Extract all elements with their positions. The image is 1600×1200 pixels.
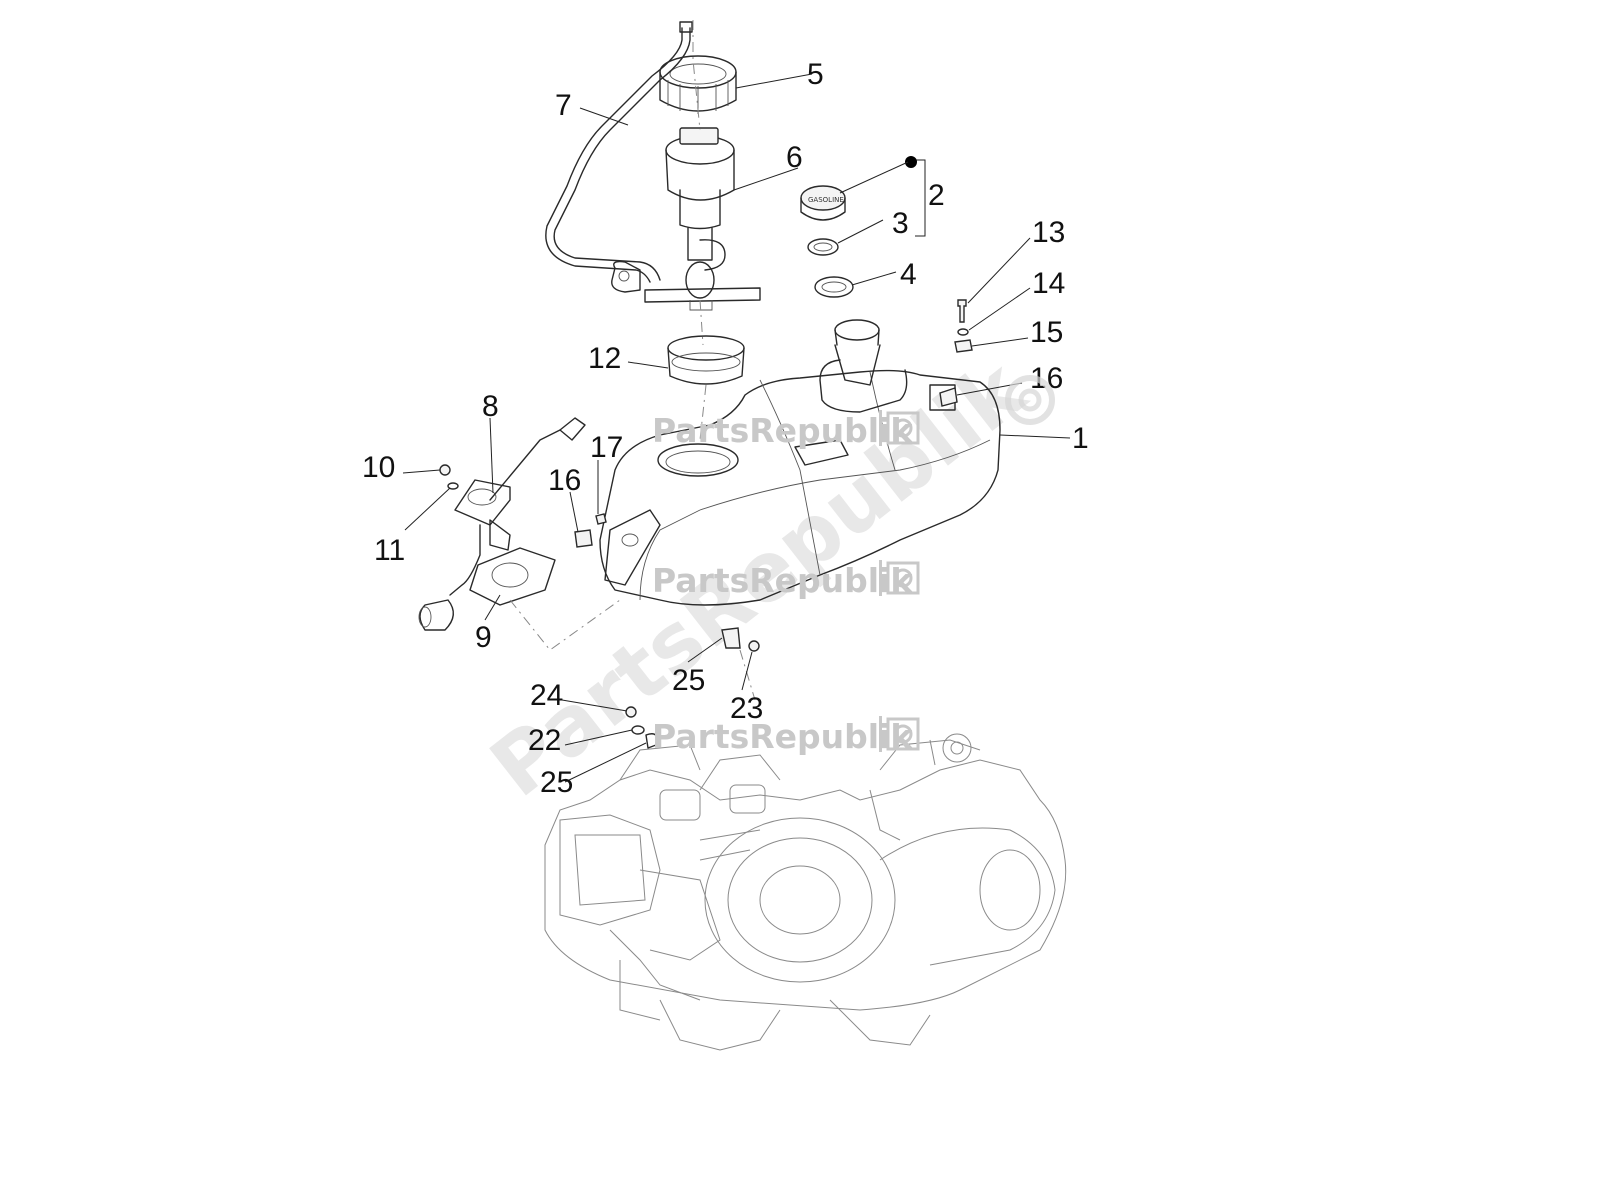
watermark-text: PartsRepublik (652, 717, 913, 756)
callout-labels: 1 2 3 4 5 6 7 8 9 10 11 12 13 14 15 16 1… (362, 58, 1089, 799)
brand-watermark-top: PartsRepublik (652, 410, 920, 450)
screw-23 (748, 640, 760, 652)
svg-text:GASOLINE: GASOLINE (808, 196, 844, 204)
washer-11 (447, 482, 459, 490)
callout-25-upper: 25 (672, 664, 705, 697)
spacer-25a (721, 627, 741, 649)
clip-25b (645, 733, 658, 749)
callout-16-left: 16 (548, 464, 581, 497)
clip-16-right (939, 387, 958, 407)
large-gear-icon (1005, 375, 1055, 425)
callout-23: 23 (730, 692, 763, 725)
callout-22: 22 (528, 724, 561, 757)
fuel-tank (599, 319, 1001, 606)
callout-13: 13 (1032, 216, 1065, 249)
callout-6: 6 (786, 141, 803, 174)
callout-15: 15 (1030, 316, 1063, 349)
clip-16-left (574, 529, 593, 548)
neck-gasket (814, 276, 854, 298)
fuel-hose (545, 21, 693, 293)
marker-dot (905, 156, 917, 168)
pump-seal (667, 335, 745, 385)
callout-4: 4 (900, 258, 917, 291)
gear-icon (886, 411, 920, 445)
callout-8: 8 (482, 390, 499, 423)
engine-assembly (544, 733, 1067, 1051)
brand-watermark-bottom: PartsRepublik (652, 716, 920, 756)
pump-ring-nut (659, 55, 737, 114)
callout-7: 7 (555, 89, 572, 122)
sensor-gasket (469, 547, 556, 606)
screw-24 (625, 706, 637, 718)
callout-25-lower: 25 (540, 766, 573, 799)
callout-24: 24 (530, 679, 563, 712)
nut-17 (595, 513, 607, 525)
washer-14 (957, 328, 969, 336)
gear-icon (886, 561, 920, 595)
callout-11: 11 (374, 534, 405, 567)
callout-2: 2 (928, 179, 945, 212)
fuel-pump (644, 127, 761, 311)
callout-10: 10 (362, 451, 395, 484)
callout-1: 1 (1072, 422, 1089, 455)
watermark-text: PartsRepublik (652, 561, 913, 600)
brand-watermark-middle: PartsRepublik (652, 560, 920, 600)
nut-10 (439, 464, 451, 476)
callout-17: 17 (590, 431, 623, 464)
group-bracket (915, 159, 926, 237)
callout-5: 5 (807, 58, 824, 91)
alignment-lines (509, 20, 756, 701)
clip-15 (954, 339, 973, 353)
callout-14: 14 (1032, 267, 1065, 300)
callout-9: 9 (475, 621, 492, 654)
callout-3: 3 (892, 207, 909, 240)
watermark-text: PartsRepublik (652, 411, 913, 450)
gear-icon (886, 717, 920, 751)
bolt-13 (957, 299, 967, 323)
cap-seal (807, 238, 839, 256)
callout-12: 12 (588, 342, 621, 375)
filler-cap: GASOLINE (800, 185, 846, 221)
leader-lines (402, 73, 1071, 783)
fuel-level-sensor (418, 417, 586, 631)
